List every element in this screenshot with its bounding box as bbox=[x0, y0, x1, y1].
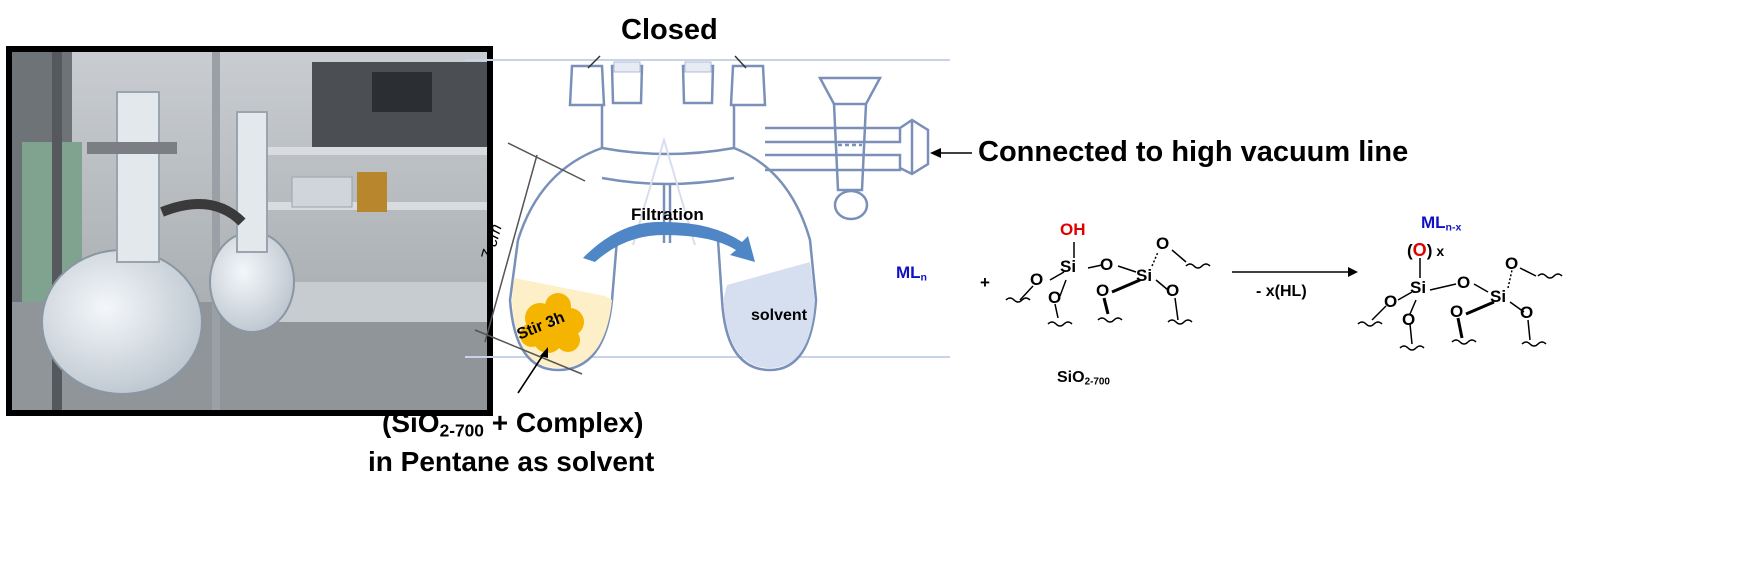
arrow-label: - x(HL) bbox=[1256, 283, 1307, 300]
closed-label: Closed bbox=[621, 14, 718, 46]
o-bridge-1: O bbox=[1100, 255, 1114, 274]
stopcock-tap bbox=[817, 76, 930, 221]
vacuum-label: Connected to high vacuum line bbox=[978, 136, 1409, 168]
o-up-1: O bbox=[1156, 234, 1170, 253]
mixture-pointer bbox=[517, 351, 546, 394]
double-schlenk-vessel bbox=[508, 64, 902, 372]
plus-sign: + bbox=[980, 273, 990, 292]
o-bridge-2: O bbox=[1457, 273, 1471, 292]
silanol-oh: OH bbox=[1060, 220, 1086, 239]
o-left-1: O bbox=[1030, 270, 1044, 289]
o-down-4: O bbox=[1450, 302, 1464, 321]
dimension-marker bbox=[474, 142, 586, 375]
o-down-3: O bbox=[1402, 310, 1416, 329]
si-atom-1: Si bbox=[1060, 257, 1077, 276]
o-right-1: O bbox=[1166, 281, 1180, 300]
closed-arrows bbox=[587, 55, 747, 69]
o-down-1: O bbox=[1048, 288, 1062, 307]
stopper-caps bbox=[613, 61, 712, 73]
o-up-2: O bbox=[1505, 254, 1519, 273]
glass-reflection bbox=[632, 136, 696, 246]
mixture-label-line2: in Pentane as solvent bbox=[368, 446, 655, 477]
product-oxygen-group: (O)x bbox=[1407, 240, 1445, 260]
apparatus-photo bbox=[6, 46, 493, 416]
metal-complex-product: MLn-x bbox=[1421, 213, 1462, 234]
solvent-fill bbox=[723, 262, 815, 368]
silica-solid bbox=[520, 293, 584, 353]
o-down-2: O bbox=[1096, 281, 1110, 300]
si-atom-4: Si bbox=[1490, 287, 1507, 306]
metal-complex-reactant: MLn bbox=[896, 263, 927, 284]
filtration-arrow bbox=[583, 221, 755, 262]
grafted-surface-bonds bbox=[1357, 258, 1563, 351]
support-label: SiO2-700 bbox=[1057, 369, 1110, 388]
filtration-label: Filtration bbox=[631, 205, 704, 224]
solvent-label: solvent bbox=[751, 307, 808, 324]
silica-surface-bonds bbox=[1005, 242, 1211, 327]
o-right-2: O bbox=[1520, 303, 1534, 322]
si-atom-2: Si bbox=[1136, 266, 1153, 285]
mixture-label-line1: (SiO2-700 + Complex) bbox=[382, 407, 644, 441]
si-atom-3: Si bbox=[1410, 278, 1427, 297]
o-left-2: O bbox=[1384, 292, 1398, 311]
